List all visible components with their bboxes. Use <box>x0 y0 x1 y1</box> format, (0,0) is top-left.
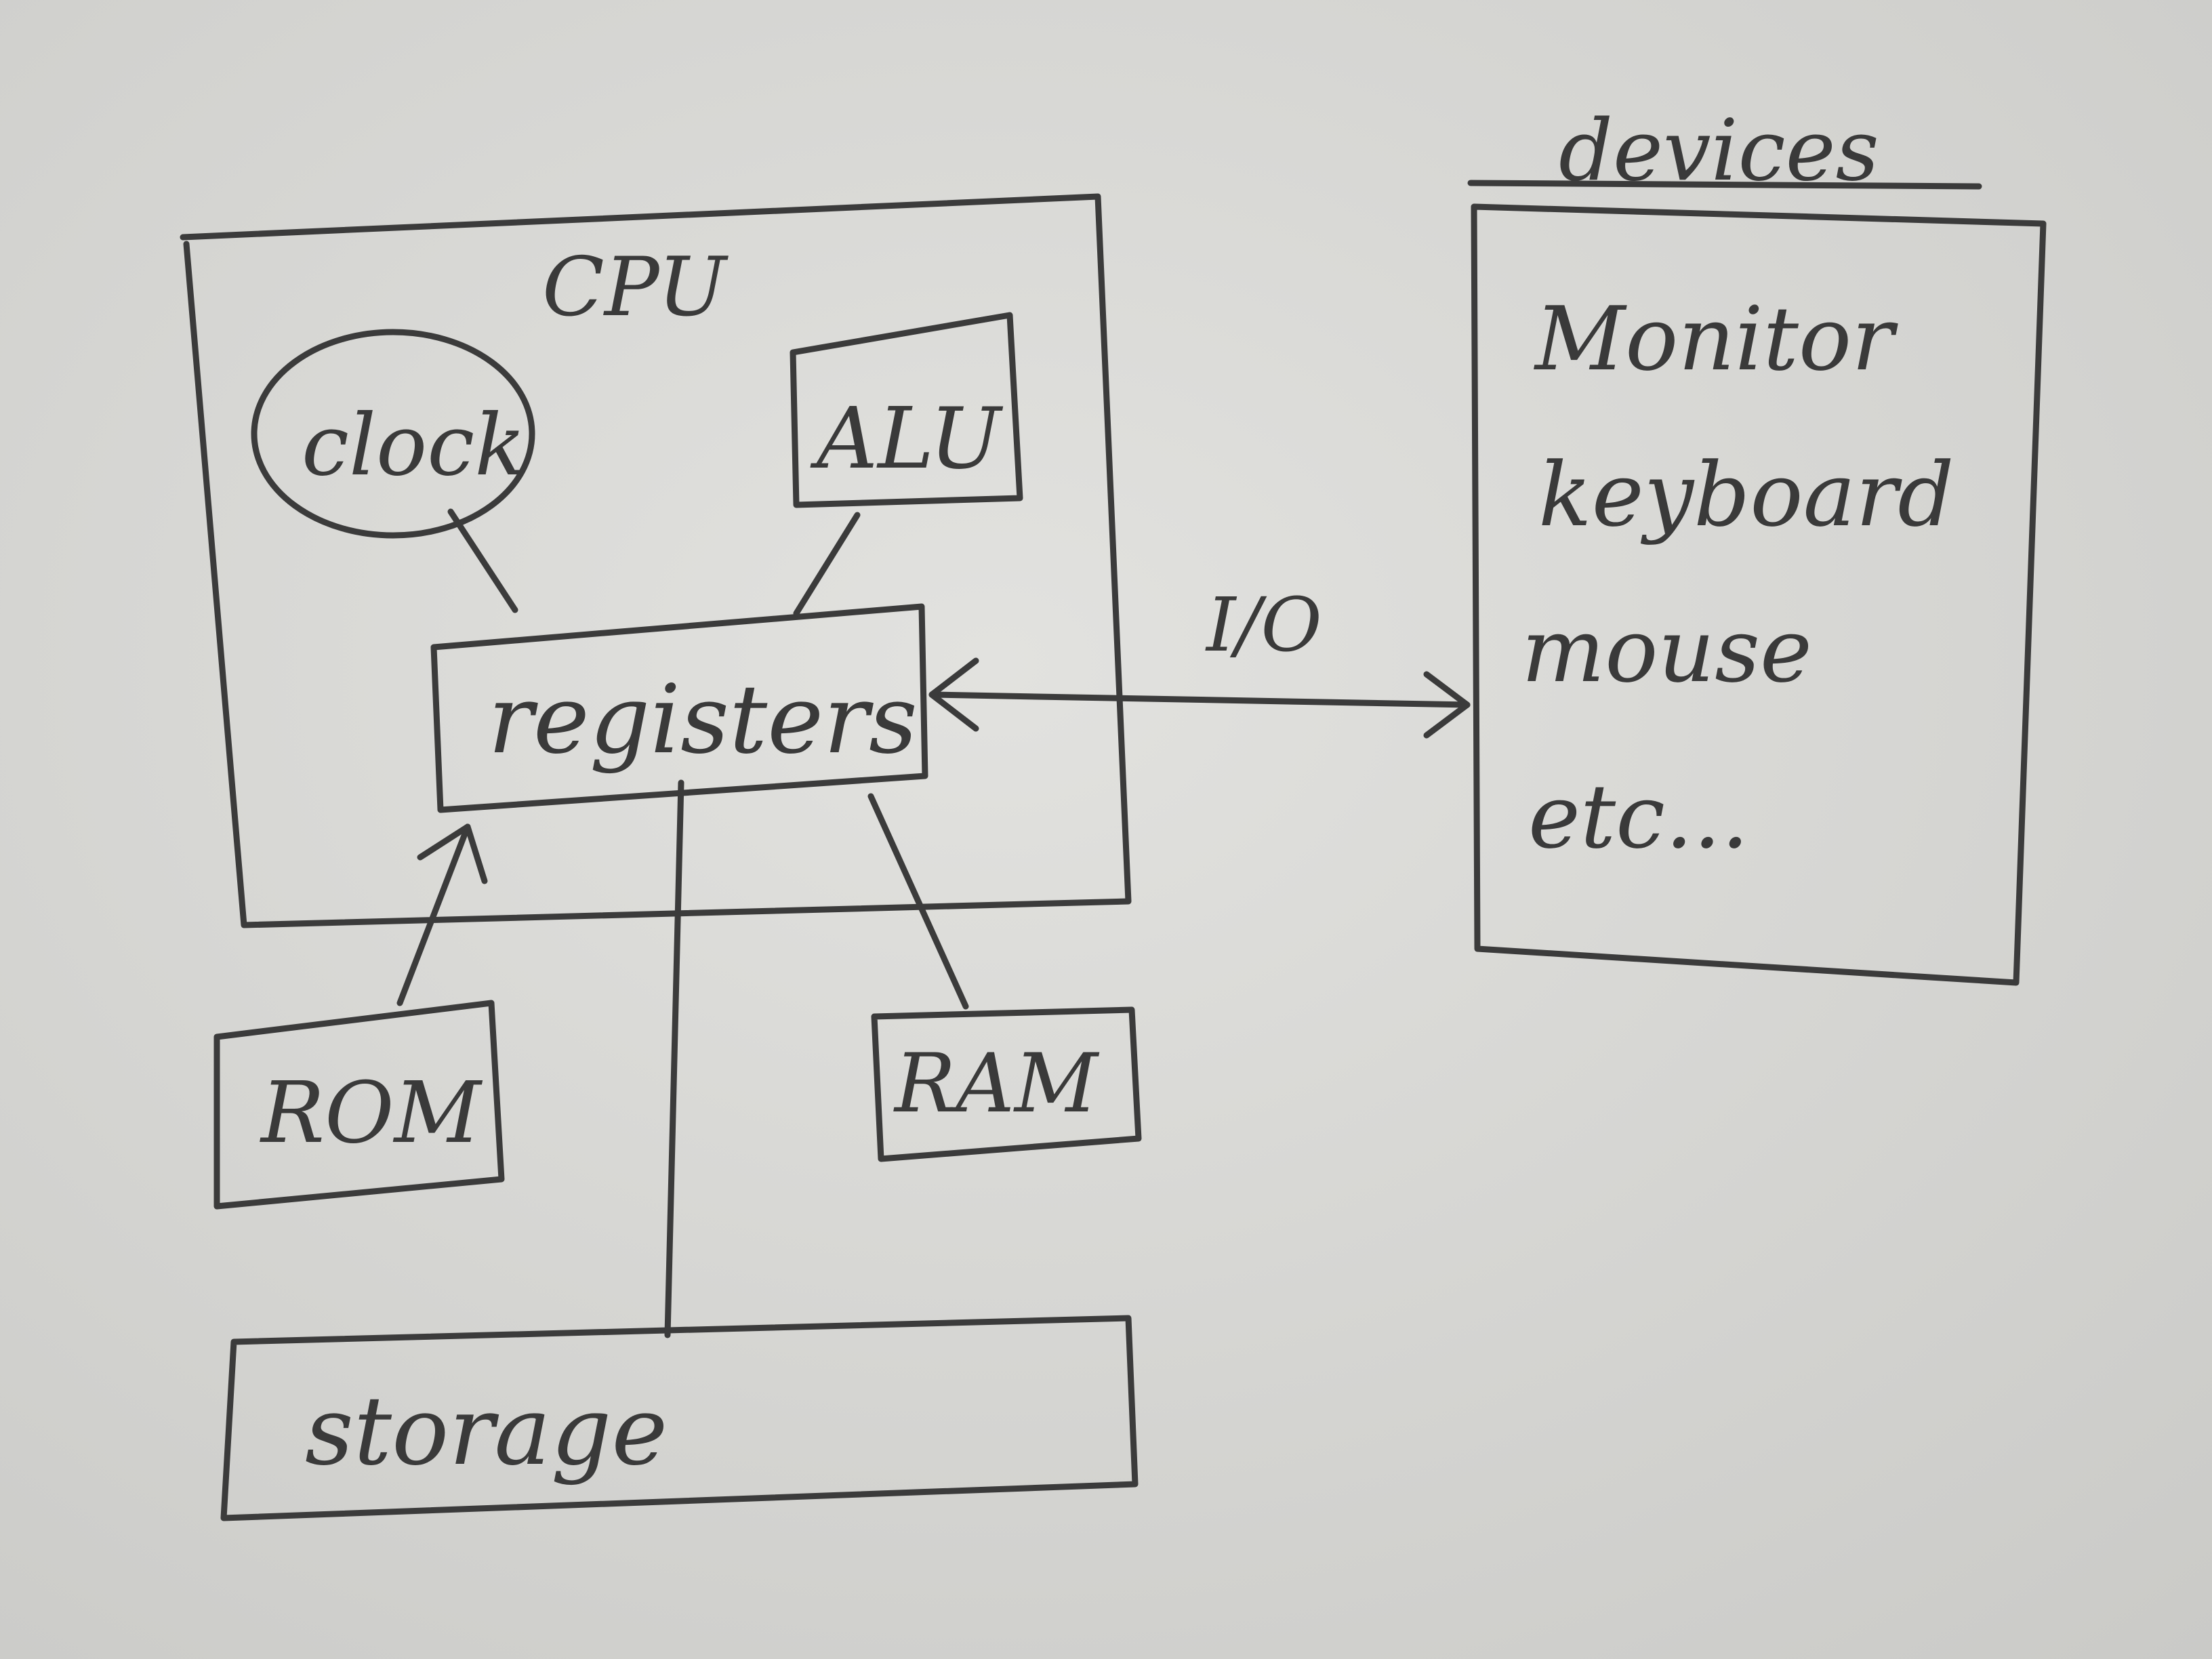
alu-node: ALU <box>790 312 1023 508</box>
registers-node: registers <box>430 603 928 813</box>
storage-label: storage <box>305 1376 668 1487</box>
registers-storage-connector <box>664 779 684 1338</box>
clock-node: clock <box>251 329 535 539</box>
device-item: mouse <box>1521 599 1812 702</box>
io-label: I/O <box>1205 581 1322 668</box>
rom-registers-connector <box>396 823 471 1006</box>
registers-ram-connector <box>867 793 969 1010</box>
cpu-box: CPU <box>180 193 1132 928</box>
io-arrowhead-left <box>928 657 979 732</box>
devices-panel: devices Monitor keyboard mouse etc... <box>1467 102 2047 986</box>
rom-label: ROM <box>260 1064 483 1162</box>
devices-title: devices <box>1559 102 1879 200</box>
rom-arrowhead <box>417 823 488 884</box>
alu-registers-connector <box>793 512 861 617</box>
ram-node: RAM <box>871 1006 1142 1162</box>
clock-label: clock <box>302 396 526 495</box>
clock-registers-connector <box>447 508 518 613</box>
rom-node: ROM <box>213 1000 505 1210</box>
cpu-label: CPU <box>542 241 729 335</box>
device-item: Monitor <box>1534 287 1898 390</box>
storage-node: storage <box>220 1315 1139 1521</box>
alu-label: ALU <box>810 390 1003 488</box>
io-arrowhead-right <box>1423 671 1471 739</box>
io-connector: I/O <box>928 581 1471 739</box>
registers-label: registers <box>488 665 918 775</box>
device-item: etc... <box>1528 765 1749 868</box>
ram-label: RAM <box>893 1037 1100 1131</box>
device-item: keyboard <box>1538 443 1954 546</box>
